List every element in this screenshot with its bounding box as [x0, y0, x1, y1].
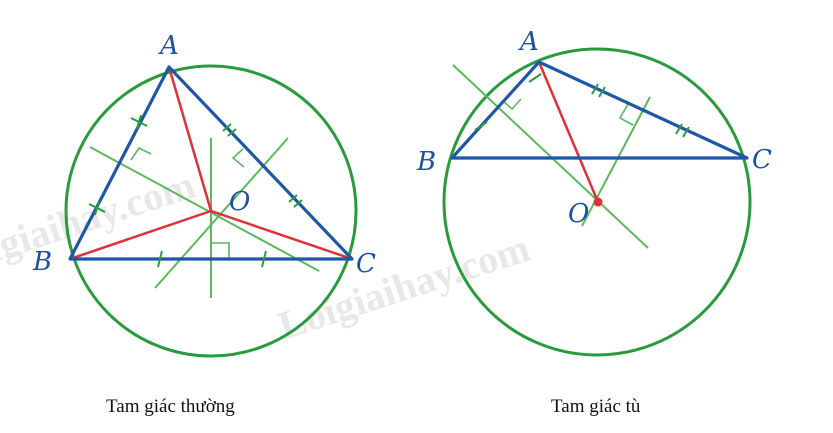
right-angle-ab-2 — [502, 98, 522, 111]
label-c-1: C — [356, 249, 376, 279]
label-c-2: C — [752, 145, 772, 175]
radius-oa-2 — [537, 61, 600, 203]
perp-bisector-ab-1 — [89, 146, 320, 272]
label-o-1: O — [229, 187, 250, 217]
tick-marks-bc-1 — [157, 250, 267, 268]
label-o-2: O — [568, 199, 589, 229]
caption-obtuse: Tam giác tù — [551, 396, 641, 417]
label-b-1: B — [32, 247, 52, 277]
right-angle-bc-1 — [211, 242, 230, 259]
radius-ob-1 — [69, 209, 212, 261]
circumcircle-1 — [64, 64, 358, 358]
radius-oc-1 — [210, 209, 353, 261]
figure-acute-triangle: A B C O Tam giác thường — [32, 31, 376, 417]
triangle-abc-2 — [450, 60, 749, 160]
tick-marks-ac-2 — [591, 83, 690, 138]
circumcircle-2 — [442, 47, 752, 357]
right-angle-ac-2 — [618, 103, 634, 126]
perp-bisector-ac-1 — [154, 137, 289, 289]
tick-marks-ab-1 — [88, 114, 148, 216]
perp-bisector-ac-2 — [581, 96, 651, 227]
center-dot-o-2 — [593, 197, 603, 207]
triangle-abc-1 — [68, 65, 354, 261]
watermark-left: Loigiaihay.com — [0, 162, 200, 285]
right-angle-ab-1 — [130, 146, 152, 161]
tick-marks-ac-1 — [222, 123, 303, 208]
caption-acute: Tam giác thường — [106, 396, 235, 417]
watermark-center: Loigiaihay.com — [273, 225, 535, 348]
radius-oa-1 — [167, 66, 213, 212]
tick-marks-ab-2 — [474, 73, 542, 131]
label-b-2: B — [416, 147, 436, 177]
label-a-2: A — [518, 27, 539, 57]
label-a-1: A — [158, 31, 179, 61]
figure-obtuse-triangle: A B C O Tam giác tù — [416, 27, 772, 417]
right-angle-ac-1 — [231, 148, 245, 168]
